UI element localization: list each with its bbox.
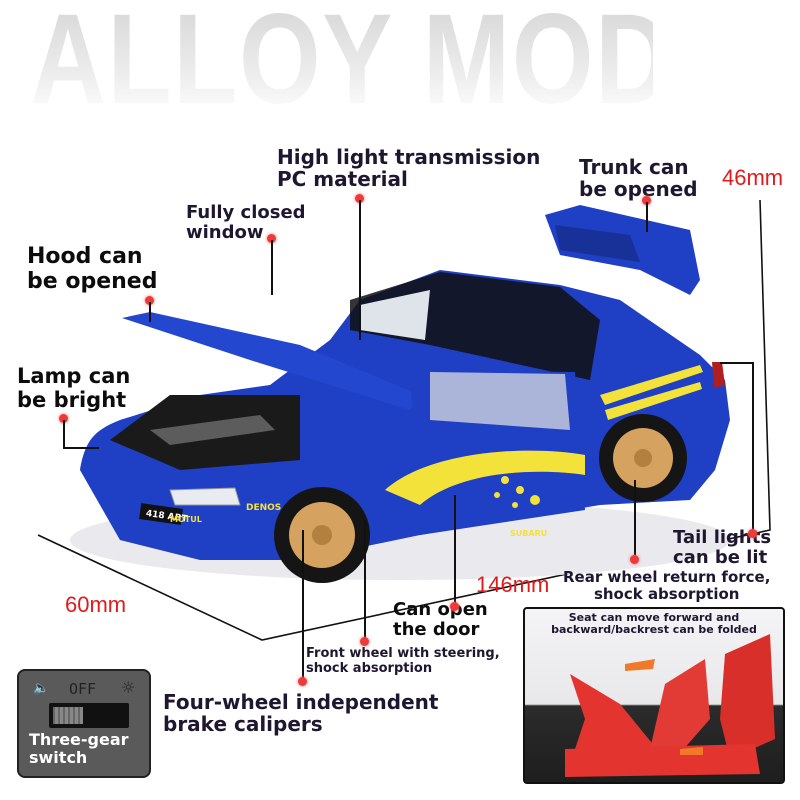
switch-label-line2: switch bbox=[29, 747, 88, 767]
callout-trunk-line1: Trunk can bbox=[579, 155, 689, 179]
marker-dot bbox=[630, 555, 639, 564]
callout-pc-material: High light transmission PC material bbox=[277, 146, 540, 191]
callout-tail-lights: Tail lights can be lit bbox=[673, 527, 772, 569]
svg-text:MOTUL: MOTUL bbox=[170, 515, 202, 524]
callout-pc-material-line2: PC material bbox=[277, 167, 408, 192]
callout-hood-line1: Hood can bbox=[27, 244, 143, 269]
callout-front-wheel-line1: Front wheel with steering, bbox=[306, 646, 500, 661]
dimension-length: 146mm bbox=[476, 572, 550, 597]
marker-dot bbox=[298, 677, 307, 686]
marker-dot bbox=[360, 637, 369, 646]
callout-lamp-line2: be bright bbox=[17, 387, 127, 412]
dimension-width: 60mm bbox=[65, 592, 127, 617]
callout-lamp-line1: Lamp can bbox=[17, 364, 131, 388]
callout-brakes: Four-wheel independent brake calipers bbox=[163, 691, 438, 736]
callout-rear-wheel: Rear wheel return force, shock absorptio… bbox=[563, 569, 770, 603]
callout-lamp: Lamp can be bright bbox=[17, 364, 131, 412]
leader-line bbox=[454, 495, 456, 605]
callout-front-wheel-line2: shock absorption bbox=[306, 660, 433, 676]
callout-brakes-line1: Four-wheel independent bbox=[163, 690, 439, 714]
callout-brakes-line2: brake calipers bbox=[163, 712, 323, 737]
leader-line bbox=[646, 202, 648, 232]
seat-caption-line1: Seat can move forward and bbox=[568, 611, 740, 624]
leader-line bbox=[149, 302, 151, 322]
leader-line bbox=[271, 240, 273, 295]
leader-line bbox=[752, 362, 754, 532]
callout-door: Can open the door bbox=[393, 599, 488, 641]
switch-knob[interactable] bbox=[53, 707, 83, 724]
svg-text:SUBARU: SUBARU bbox=[510, 529, 547, 538]
callout-tail-lights-line2: can be lit bbox=[673, 547, 768, 569]
svg-text:DENOS: DENOS bbox=[246, 503, 281, 513]
callout-pc-material-line1: High light transmission bbox=[277, 145, 541, 169]
seat-caption-line2: backward/backrest can be folded bbox=[551, 623, 757, 637]
callout-trunk-line2: be opened bbox=[579, 177, 698, 202]
callout-window-line2: window bbox=[186, 222, 264, 244]
callout-trunk: Trunk can be opened bbox=[579, 156, 698, 201]
leader-line bbox=[634, 480, 636, 555]
switch-slider[interactable] bbox=[49, 703, 129, 728]
callout-window-line1: Fully closed bbox=[186, 202, 306, 223]
leader-line bbox=[63, 420, 65, 447]
marker-dot bbox=[642, 196, 651, 205]
marker-dot bbox=[748, 529, 757, 538]
speaker-icon: 🔈 bbox=[33, 681, 50, 696]
leader-line bbox=[359, 200, 361, 340]
callout-tail-lights-line1: Tail lights bbox=[673, 527, 772, 548]
callout-front-wheel: Front wheel with steering, shock absorpt… bbox=[306, 646, 500, 676]
dimension-height: 46mm bbox=[722, 165, 784, 190]
switch-label: Three-gear switch bbox=[29, 731, 129, 767]
light-bulb-icon: ☼ bbox=[121, 678, 136, 697]
marker-dot bbox=[450, 602, 459, 611]
switch-state-label: OFF bbox=[69, 680, 97, 698]
marker-dot bbox=[59, 414, 68, 423]
leader-line bbox=[720, 362, 753, 364]
callout-hood: Hood can be opened bbox=[27, 244, 158, 294]
leader-line bbox=[364, 520, 366, 640]
leader-line bbox=[63, 447, 99, 449]
seat-caption: Seat can move forward and backward/backr… bbox=[525, 611, 783, 637]
callout-window: Fully closed window bbox=[186, 202, 306, 244]
seat-feature-panel: Seat can move forward and backward/backr… bbox=[523, 607, 785, 784]
marker-dot bbox=[267, 234, 276, 243]
callout-rear-wheel-line1: Rear wheel return force, bbox=[563, 568, 771, 586]
callout-door-line2: the door bbox=[393, 619, 480, 641]
switch-label-line1: Three-gear bbox=[29, 730, 129, 749]
marker-dot bbox=[355, 194, 364, 203]
seat-illustration bbox=[565, 634, 775, 777]
callout-door-line1: Can open bbox=[393, 599, 488, 620]
marker-dot bbox=[145, 296, 154, 305]
leader-line bbox=[302, 530, 304, 680]
switch-panel: 🔈 OFF ☼ Three-gear switch bbox=[17, 669, 151, 778]
callout-rear-wheel-line2: shock absorption bbox=[593, 584, 740, 603]
callout-hood-line2: be opened bbox=[27, 268, 158, 294]
